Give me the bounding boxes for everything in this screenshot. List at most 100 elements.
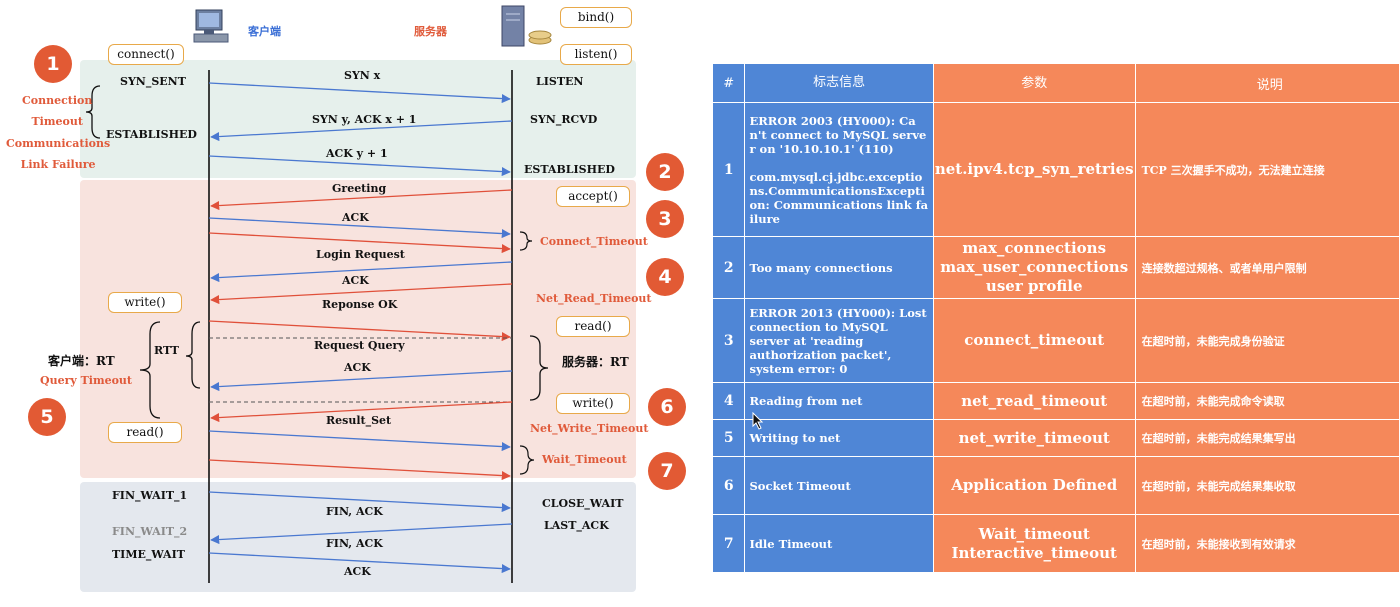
annotation-server-rt: 服务器：RT <box>562 355 629 369</box>
annotation-query-timeout: Query Timeout <box>40 374 133 387</box>
table-header-row: # 标志信息 参数 说明 <box>711 63 1400 103</box>
msg-request-query: Request Query <box>314 339 405 352</box>
annotation-connection-timeout: Connection Timeout <box>22 94 93 128</box>
row-index: 3 <box>711 298 746 383</box>
handshake-zone <box>80 60 636 178</box>
msg-fin-ack2: FIN, ACK <box>326 537 383 550</box>
row-desc: 在超时前，未能完成命令读取 <box>1134 382 1400 420</box>
table-row: 6 Socket Timeout Application Defined 在超时… <box>711 456 1400 515</box>
state-close-wait: CLOSE_WAIT <box>542 497 624 510</box>
row-flag: ERROR 2013 (HY000): Lost connection to M… <box>744 298 934 383</box>
row-index: 2 <box>711 236 746 299</box>
brace-wait-timeout <box>519 445 535 475</box>
table-row: 1 ERROR 2003 (HY000): Can't connect to M… <box>711 102 1400 237</box>
msg-result-set: Result_Set <box>326 414 392 427</box>
step-badge-5: 5 <box>28 398 66 436</box>
arrow-ack3 <box>210 261 513 283</box>
table-row: 5 Writing to net net_write_timeout 在超时前，… <box>711 419 1400 457</box>
row-param: net_read_timeout <box>932 382 1136 420</box>
state-established-server: ESTABLISHED <box>524 163 615 176</box>
row-desc: 在超时前，未能完成身份验证 <box>1134 298 1400 383</box>
msg-ack2: ACK <box>342 211 369 224</box>
connect-box: connect() <box>108 44 184 65</box>
table-header-index: # <box>711 63 746 103</box>
arrow-synack <box>210 120 513 142</box>
server-write-box: write() <box>556 393 630 414</box>
arrow-result-set-red <box>210 401 513 423</box>
table-row: 3 ERROR 2013 (HY000): Lost connection to… <box>711 298 1400 383</box>
arrow-ack1 <box>208 155 511 177</box>
msg-ack-final: ACK <box>344 565 371 578</box>
msg-response: Reponse OK <box>322 298 398 311</box>
row-desc: TCP 三次握手不成功，无法建立连接 <box>1134 102 1400 237</box>
row-param: net.ipv4.tcp_syn_retries <box>932 102 1136 237</box>
state-last-ack: LAST_ACK <box>544 519 609 532</box>
annotation-wait-timeout: Wait_Timeout <box>542 453 627 466</box>
server-title: 服务器 <box>414 25 447 38</box>
msg-ack4: ACK <box>344 361 371 374</box>
row-desc: 连接数超过规格、或者单用户限制 <box>1134 236 1400 299</box>
state-syn-sent: SYN_SENT <box>120 75 186 88</box>
msg-synack: SYN y, ACK x + 1 <box>312 113 417 126</box>
arrow-fin1 <box>208 491 511 513</box>
accept-box: accept() <box>556 186 630 207</box>
annotation-client-rt: 客户端：RT <box>48 354 115 368</box>
row-index: 7 <box>711 514 746 573</box>
row-flag: Too many connections <box>744 236 934 299</box>
state-fin-wait-1: FIN_WAIT_1 <box>112 489 188 502</box>
table-header-flag: 标志信息 <box>744 63 934 103</box>
client-read-box: read() <box>108 422 182 443</box>
bind-box: bind() <box>560 7 632 28</box>
listen-box: listen() <box>560 44 632 65</box>
step-badge-3: 3 <box>646 200 684 238</box>
row-flag: Writing to net <box>744 419 934 457</box>
brace-connection <box>85 85 101 139</box>
step-badge-7: 7 <box>648 452 686 490</box>
arrow-fin2 <box>210 523 513 545</box>
arrow-ack2 <box>208 217 511 239</box>
msg-ack1: ACK y + 1 <box>326 147 388 160</box>
server-icon <box>498 4 554 48</box>
row-index: 6 <box>711 456 746 515</box>
arrow-ack-final <box>208 552 511 574</box>
msg-login: Login Request <box>316 248 405 261</box>
step-badge-4: 4 <box>646 258 684 296</box>
computer-icon <box>192 8 232 46</box>
client-title: 客户端 <box>248 25 281 38</box>
row-desc: 在超时前，未能完成结果集写出 <box>1134 419 1400 457</box>
state-established-client: ESTABLISHED <box>106 128 197 141</box>
annotation-rtt: RTT <box>154 344 179 357</box>
msg-greeting: Greeting <box>332 182 387 195</box>
state-syn-rcvd: SYN_RCVD <box>530 113 598 126</box>
row-param: max_connections max_user_connections use… <box>932 236 1136 299</box>
annotation-communications-link-failure: Communications Link Failure <box>6 137 111 171</box>
brace-connect-timeout <box>519 231 533 251</box>
mouse-cursor-icon <box>752 411 764 430</box>
annotation-net-write-timeout: Net_Write_Timeout <box>530 422 649 435</box>
annotation-net-read-timeout: Net_Read_Timeout <box>536 292 652 305</box>
msg-ack3: ACK <box>342 274 369 287</box>
state-fin-wait-2: FIN_WAIT_2 <box>112 525 188 538</box>
error-table: # 标志信息 参数 说明 1 ERROR 2003 (HY000): Can't… <box>711 63 1400 573</box>
annotation-connect-timeout: Connect_Timeout <box>540 235 648 248</box>
server-read-box: read() <box>556 316 630 337</box>
row-desc: 在超时前，未能完成结果集收取 <box>1134 456 1400 515</box>
row-param: Application Defined <box>932 456 1136 515</box>
row-index: 5 <box>711 419 746 457</box>
arrow-result-set <box>208 430 511 452</box>
row-flag: Reading from net <box>744 382 934 420</box>
row-flag: Socket Timeout <box>744 456 934 515</box>
row-flag: Idle Timeout <box>744 514 934 573</box>
row-index: 1 <box>711 102 746 237</box>
brace-rtt-left <box>139 321 161 419</box>
row-desc: 在超时前，未能接收到有效请求 <box>1134 514 1400 573</box>
table-row: 7 Idle Timeout Wait_timeout Interactive_… <box>711 514 1400 573</box>
arrow-response <box>210 283 513 305</box>
arrow-idle <box>208 459 511 481</box>
brace-server-rt <box>529 335 549 401</box>
arrow-syn <box>208 82 511 104</box>
row-flag: ERROR 2003 (HY000): Can't connect to MyS… <box>744 102 934 237</box>
table-header-param: 参数 <box>932 63 1136 103</box>
msg-syn: SYN x <box>344 69 381 82</box>
table-header-desc: 说明 <box>1134 63 1400 103</box>
